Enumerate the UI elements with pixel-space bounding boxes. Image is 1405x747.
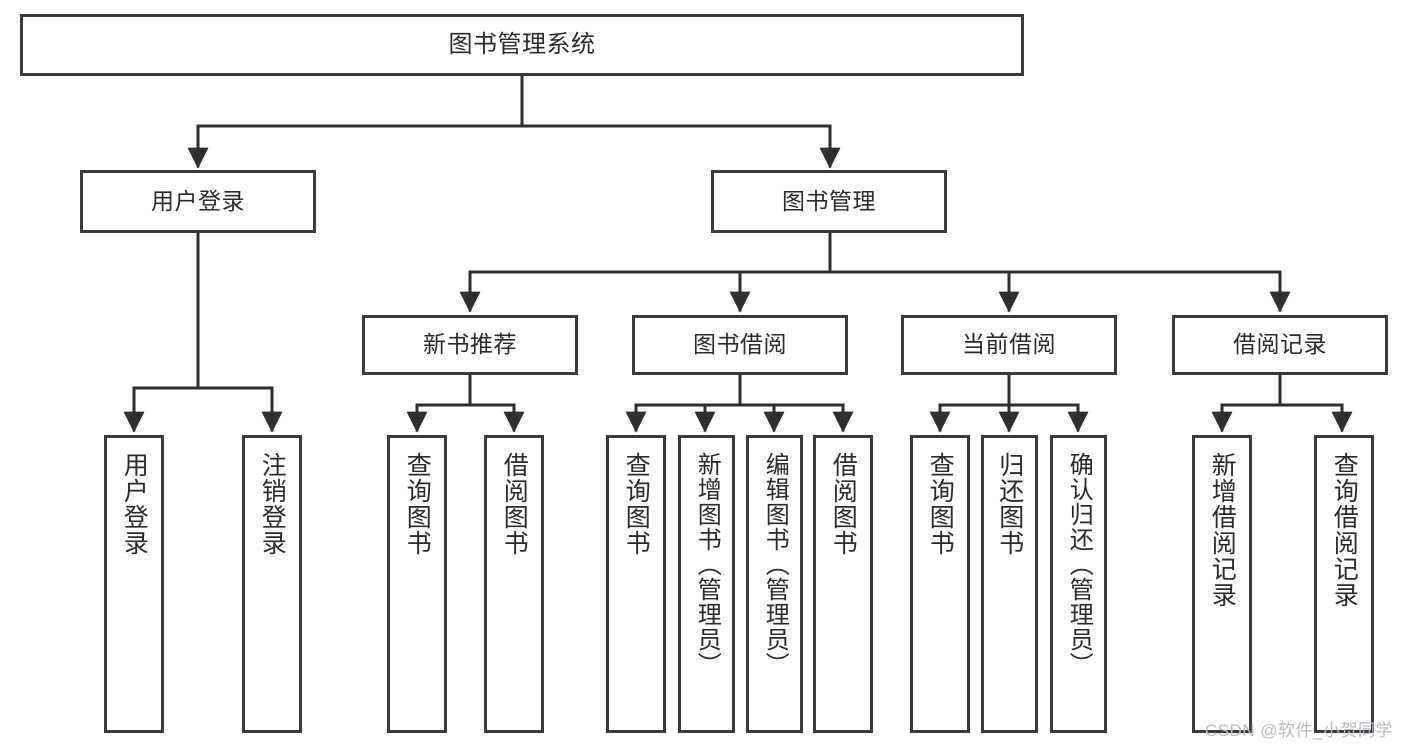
- node-user-login-label: 用户登录: [151, 187, 245, 214]
- node-leaf-return-book-label: 归还图书: [995, 452, 1024, 556]
- node-leaf-add-book-admin[interactable]: 新增图书（管理员）: [678, 435, 735, 733]
- node-leaf-add-borrow-record-label: 新增借阅记录: [1208, 452, 1237, 608]
- node-leaf-user-login[interactable]: 用户登录: [104, 435, 164, 733]
- node-leaf-newbook-query-book-label: 查询图书: [403, 452, 432, 556]
- node-root-system-label: 图书管理系统: [448, 30, 596, 58]
- node-leaf-logout-label: 注销登录: [258, 452, 287, 556]
- node-leaf-logout[interactable]: 注销登录: [242, 435, 302, 733]
- node-leaf-current-query-book[interactable]: 查询图书: [910, 435, 970, 733]
- node-leaf-confirm-return-admin[interactable]: 确认归还（管理员）: [1050, 435, 1107, 733]
- node-leaf-borrow-borrow-book[interactable]: 借阅图书: [813, 435, 873, 733]
- node-leaf-borrow-query-book-label: 查询图书: [622, 452, 651, 556]
- node-book-borrow[interactable]: 图书借阅: [632, 315, 848, 375]
- node-current-borrow[interactable]: 当前借阅: [901, 315, 1117, 375]
- node-root-system[interactable]: 图书管理系统: [20, 14, 1024, 76]
- node-leaf-query-borrow-record[interactable]: 查询借阅记录: [1314, 435, 1374, 733]
- node-leaf-add-borrow-record[interactable]: 新增借阅记录: [1192, 435, 1252, 733]
- node-leaf-borrow-query-book[interactable]: 查询图书: [606, 435, 666, 733]
- node-leaf-edit-book-admin[interactable]: 编辑图书（管理员）: [746, 435, 803, 733]
- node-leaf-return-book[interactable]: 归还图书: [981, 435, 1038, 733]
- node-leaf-newbook-borrow-book[interactable]: 借阅图书: [484, 435, 544, 733]
- node-borrow-record[interactable]: 借阅记录: [1172, 315, 1388, 375]
- node-new-book-recommend[interactable]: 新书推荐: [362, 315, 578, 375]
- node-leaf-current-query-book-label: 查询图书: [926, 452, 955, 556]
- node-leaf-add-book-admin-label: 新增图书（管理员）: [693, 452, 721, 677]
- node-leaf-query-borrow-record-label: 查询借阅记录: [1330, 452, 1359, 608]
- node-borrow-record-label: 借阅记录: [1233, 331, 1327, 358]
- node-leaf-newbook-borrow-book-label: 借阅图书: [500, 452, 529, 556]
- node-leaf-newbook-query-book[interactable]: 查询图书: [387, 435, 447, 733]
- node-leaf-borrow-borrow-book-label: 借阅图书: [829, 452, 858, 556]
- node-book-management[interactable]: 图书管理: [711, 170, 947, 233]
- node-leaf-edit-book-admin-label: 编辑图书（管理员）: [761, 452, 789, 677]
- node-user-login[interactable]: 用户登录: [80, 170, 316, 233]
- node-leaf-user-login-label: 用户登录: [120, 452, 149, 556]
- node-new-book-recommend-label: 新书推荐: [423, 331, 517, 358]
- watermark-text: CSDN @软件_小贺同学: [1204, 721, 1393, 740]
- node-current-borrow-label: 当前借阅: [962, 331, 1056, 358]
- node-book-management-label: 图书管理: [782, 187, 876, 214]
- node-leaf-confirm-return-admin-label: 确认归还（管理员）: [1065, 452, 1093, 677]
- node-book-borrow-label: 图书借阅: [693, 331, 787, 358]
